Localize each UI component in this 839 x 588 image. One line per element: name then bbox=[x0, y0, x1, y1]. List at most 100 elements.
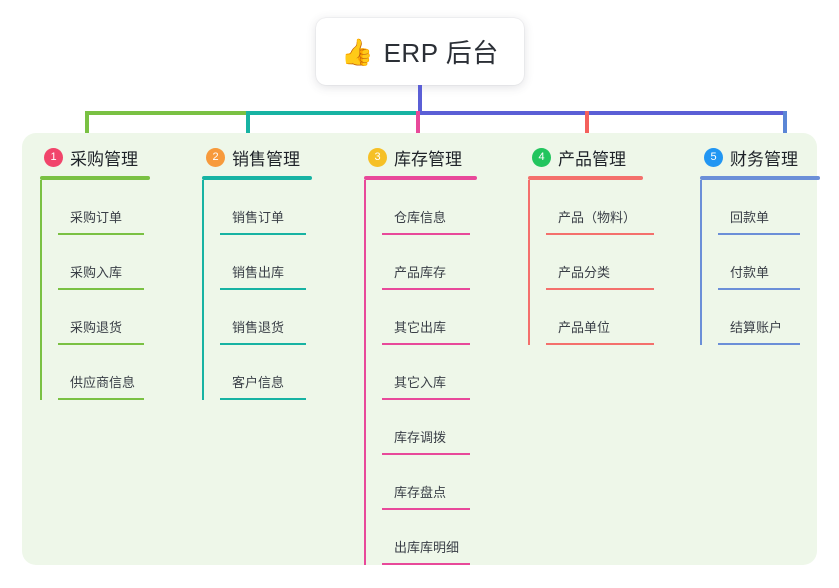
branch-item[interactable]: 采购入库 bbox=[58, 235, 190, 290]
branch-item-underline bbox=[546, 288, 654, 290]
branches-panel bbox=[22, 133, 817, 565]
branch-item-underline bbox=[382, 453, 470, 455]
bus-connector-segment-1 bbox=[85, 111, 248, 115]
branch-item-underline bbox=[220, 288, 306, 290]
branch-item[interactable]: 库存盘点 bbox=[382, 455, 516, 510]
branch-header-underline bbox=[528, 176, 643, 180]
branch-header-underline bbox=[364, 176, 477, 180]
branch-item[interactable]: 付款单 bbox=[718, 235, 822, 290]
thumbs-up-icon: 👍 bbox=[341, 36, 374, 67]
branch-item-label: 采购入库 bbox=[70, 265, 123, 280]
branch-column-5: 5 财务管理回款单付款单结算账户 bbox=[700, 145, 822, 345]
branch-spine-connector bbox=[700, 180, 702, 345]
branch-header-underline bbox=[700, 176, 820, 180]
bus-connector-segment-2 bbox=[246, 111, 418, 115]
branch-title: 财务管理 bbox=[730, 149, 798, 169]
root-node-title: ERP 后台 bbox=[383, 38, 499, 68]
branch-item[interactable]: 采购订单 bbox=[58, 180, 190, 235]
branch-item-underline bbox=[220, 233, 306, 235]
branch-spine-connector bbox=[364, 180, 366, 565]
branch-item[interactable]: 其它入库 bbox=[382, 345, 516, 400]
branch-item-underline bbox=[382, 343, 470, 345]
branch-item-label: 其它入库 bbox=[394, 375, 447, 390]
branch-item-label: 库存盘点 bbox=[394, 485, 447, 500]
branch-header-underline bbox=[40, 176, 150, 180]
branch-item[interactable]: 回款单 bbox=[718, 180, 822, 235]
branch-drop-connector-1 bbox=[85, 111, 89, 149]
branch-item-label: 采购订单 bbox=[70, 210, 123, 225]
branch-item-underline bbox=[382, 288, 470, 290]
branch-item-list: 销售订单销售出库销售退货客户信息 bbox=[202, 180, 352, 400]
branch-item[interactable]: 产品单位 bbox=[546, 290, 698, 345]
branch-item-label: 供应商信息 bbox=[70, 375, 136, 390]
branch-item-list: 回款单付款单结算账户 bbox=[700, 180, 822, 345]
branch-item-list: 产品（物料） 产品分类产品单位 bbox=[528, 180, 698, 345]
branch-item[interactable]: 产品库存 bbox=[382, 235, 516, 290]
branch-item[interactable]: 产品（物料） bbox=[546, 180, 698, 235]
branch-item[interactable]: 产品分类 bbox=[546, 235, 698, 290]
branch-number-badge: 3 bbox=[368, 147, 387, 167]
branch-item[interactable]: 其它出库 bbox=[382, 290, 516, 345]
branch-item-underline bbox=[546, 233, 654, 235]
branch-item-underline bbox=[718, 343, 800, 345]
branch-title: 采购管理 bbox=[70, 149, 138, 169]
branch-item-label: 产品单位 bbox=[558, 320, 611, 335]
branch-item[interactable]: 销售出库 bbox=[220, 235, 352, 290]
branch-item-underline bbox=[382, 563, 470, 565]
branch-item[interactable]: 仓库信息 bbox=[382, 180, 516, 235]
branch-item-underline bbox=[58, 233, 144, 235]
branch-item[interactable]: 销售订单 bbox=[220, 180, 352, 235]
branch-item-underline bbox=[718, 233, 800, 235]
branch-number-badge: 1 bbox=[44, 147, 63, 167]
branch-item-label: 付款单 bbox=[730, 265, 770, 280]
branch-column-1: 1 采购管理采购订单采购入库采购退货供应商信息 bbox=[40, 145, 190, 400]
branch-item-underline bbox=[58, 288, 144, 290]
branch-item[interactable]: 库存调拨 bbox=[382, 400, 516, 455]
branch-item[interactable]: 结算账户 bbox=[718, 290, 822, 345]
branch-item[interactable]: 出库库明细 bbox=[382, 510, 516, 565]
branch-item[interactable]: 采购退货 bbox=[58, 290, 190, 345]
branch-spine-connector bbox=[40, 180, 42, 400]
branch-item-label: 回款单 bbox=[730, 210, 770, 225]
branch-item-underline bbox=[546, 343, 654, 345]
branch-item-underline bbox=[718, 288, 800, 290]
branch-item-label: 销售退货 bbox=[232, 320, 285, 335]
branch-header-underline bbox=[202, 176, 312, 180]
branch-item-label: 客户信息 bbox=[232, 375, 285, 390]
root-stem-connector bbox=[418, 85, 422, 115]
branch-item-label: 销售订单 bbox=[232, 210, 285, 225]
branch-item[interactable]: 供应商信息 bbox=[58, 345, 190, 400]
branch-number-badge: 5 bbox=[704, 147, 723, 167]
branch-title: 产品管理 bbox=[558, 149, 626, 169]
branch-title: 销售管理 bbox=[232, 149, 300, 169]
bus-connector-segment-3 bbox=[416, 111, 587, 115]
branch-drop-connector-4 bbox=[585, 111, 589, 149]
branch-item-list: 仓库信息产品库存其它出库其它入库库存调拨库存盘点出库库明细 bbox=[364, 180, 516, 565]
branch-item-underline bbox=[58, 343, 144, 345]
branch-item-list: 采购订单采购入库采购退货供应商信息 bbox=[40, 180, 190, 400]
root-node[interactable]: 👍 ERP 后台 bbox=[316, 18, 524, 85]
branch-item-label: 结算账户 bbox=[730, 320, 783, 335]
branch-item-label: 采购退货 bbox=[70, 320, 123, 335]
branch-header-5[interactable]: 5 财务管理 bbox=[700, 145, 822, 169]
branch-drop-connector-2 bbox=[246, 111, 250, 149]
branch-item-underline bbox=[220, 398, 306, 400]
branch-item-label: 仓库信息 bbox=[394, 210, 447, 225]
bus-connector-segment-4 bbox=[585, 111, 787, 115]
branch-item[interactable]: 销售退货 bbox=[220, 290, 352, 345]
branch-item-label: 库存调拨 bbox=[394, 430, 447, 445]
branch-spine-connector bbox=[202, 180, 204, 400]
branch-item-label: 其它出库 bbox=[394, 320, 447, 335]
branch-item[interactable]: 客户信息 bbox=[220, 345, 352, 400]
branch-item-underline bbox=[220, 343, 306, 345]
branch-header-1[interactable]: 1 采购管理 bbox=[40, 145, 190, 169]
branch-item-label: 出库库明细 bbox=[394, 540, 460, 555]
branch-item-underline bbox=[382, 398, 470, 400]
branch-item-label: 产品（物料） bbox=[558, 210, 637, 225]
